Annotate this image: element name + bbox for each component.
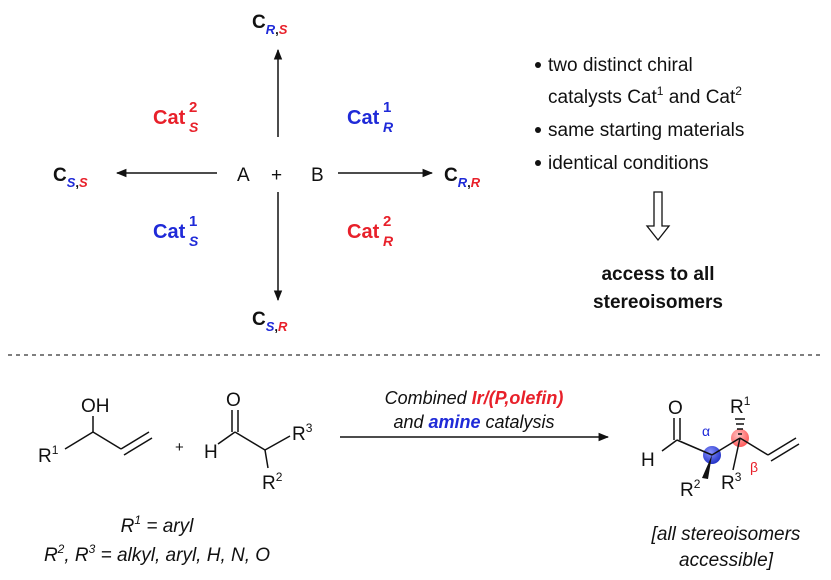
svg-text:Cat: Cat (153, 221, 186, 243)
product-right: CR,R (444, 165, 481, 190)
svg-text:2: 2 (383, 213, 391, 230)
svg-text:S: S (189, 119, 199, 135)
svg-text:R: R (383, 233, 394, 249)
divergent-scheme: A + B CR,S CS,S CR,R CS,R Cat 2 S Cat 1 … (53, 12, 481, 334)
carbonyl-o-label: O (226, 390, 241, 411)
bullet-1-line-1: two distinct chiral (548, 55, 693, 76)
svg-text:Cat: Cat (347, 221, 380, 243)
feature-bullets: two distinct chiral catalysts Cat1 and C… (535, 55, 744, 174)
product-r1-label: R1 (730, 394, 751, 418)
hollow-down-arrow (645, 191, 671, 242)
hydroxyl-label: OH (81, 396, 110, 417)
catalyst-lower-left: Cat 1 S (153, 213, 199, 249)
aldehyde: O H R3 R2 (204, 390, 313, 494)
substituent-caption-line-1: R1 = aryl (121, 513, 194, 537)
stereoisomer-caption-line-2: accessible] (679, 550, 774, 571)
svg-text:Cat: Cat (347, 107, 380, 129)
aldehyde-h-label: H (204, 442, 218, 463)
svg-text:Cat: Cat (153, 107, 186, 129)
conclusion-line-1: access to all (601, 264, 714, 285)
bullet-3: identical conditions (548, 153, 709, 174)
svg-text:R: R (383, 119, 394, 135)
bullet-2: same starting materials (548, 120, 744, 141)
substrate-b: B (311, 165, 324, 186)
plus-sign: + (271, 165, 282, 186)
catalyst-upper-left: Cat 2 S (153, 99, 199, 135)
substrate-a: A (237, 165, 250, 186)
stereoisomer-caption-line-1: [all stereoisomers (651, 524, 801, 545)
bullet-dot (535, 160, 541, 166)
alpha-label: α (702, 423, 710, 439)
svg-text:1: 1 (383, 99, 391, 116)
bullet-dot (535, 62, 541, 68)
svg-text:1: 1 (189, 213, 197, 230)
svg-text:2: 2 (189, 99, 197, 116)
product-left: CS,S (53, 165, 88, 190)
product-structure: O H α β R1 R2 R3 (641, 394, 800, 501)
conclusion-line-2: stereoisomers (593, 292, 723, 313)
product-h-label: H (641, 450, 655, 471)
beta-label: β (750, 459, 758, 475)
product-bottom: CS,R (252, 309, 288, 334)
bullet-1-line-2: catalysts Cat1 and Cat2 (548, 84, 742, 108)
product-r2-label: R2 (680, 477, 701, 501)
reaction-plus: + (175, 439, 184, 456)
product-r3-label: R3 (721, 470, 742, 494)
r2-label: R2 (262, 470, 283, 494)
bullet-dot (535, 127, 541, 133)
catalyst-upper-right: Cat 1 R (347, 99, 394, 135)
r3-label: R3 (292, 421, 313, 445)
conditions-line-2: and amine catalysis (393, 412, 554, 432)
conditions-line-1: Combined Ir/(P,olefin) (385, 388, 564, 408)
svg-text:S: S (189, 233, 199, 249)
substituent-caption-line-2: R2, R3 = alkyl, aryl, H, N, O (44, 542, 270, 566)
allylic-alcohol: OH R1 (38, 396, 153, 467)
catalyst-lower-right: Cat 2 R (347, 213, 394, 249)
product-o-label: O (668, 398, 683, 419)
r1-label: R1 (38, 443, 59, 467)
product-top: CR,S (252, 12, 288, 37)
